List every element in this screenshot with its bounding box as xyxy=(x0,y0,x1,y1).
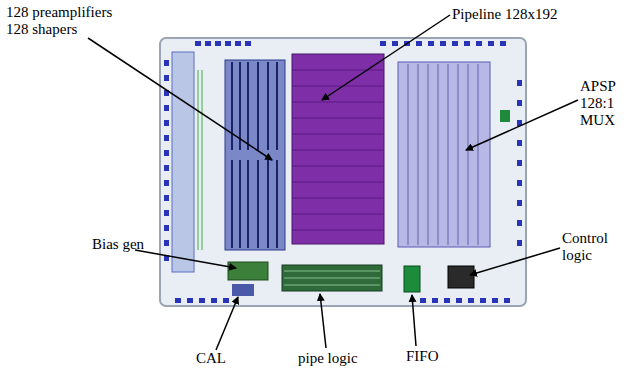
preamp-label: 128 preamplifiers 128 shapers xyxy=(6,4,118,38)
input-pads xyxy=(172,52,194,272)
pipe-logic-label: pipe logic xyxy=(298,350,358,367)
control-logic-label: Control logic xyxy=(562,230,618,264)
bias-gen-block xyxy=(228,262,268,280)
pipe-logic-rows xyxy=(284,271,380,285)
bond-pads xyxy=(164,41,522,303)
fifo-block xyxy=(404,266,420,292)
input-traces xyxy=(198,70,202,250)
die xyxy=(160,38,526,306)
cal-block xyxy=(232,284,254,296)
pipe-logic-block xyxy=(282,265,382,291)
pipeline-array xyxy=(292,54,384,244)
bias-gen-label: Bias gen xyxy=(92,236,144,253)
apsp-stripes xyxy=(408,64,478,245)
leader-lines xyxy=(88,15,578,350)
control-logic-block xyxy=(448,266,474,288)
mux-block xyxy=(500,110,510,122)
preamp-stripes xyxy=(232,62,277,248)
apsp-label: APSP 128:1 MUX xyxy=(580,78,636,129)
pipeline-label: Pipeline 128x192 xyxy=(452,6,557,23)
pipeline-rows xyxy=(292,70,384,230)
apsp-array xyxy=(398,62,490,247)
cal-label: CAL xyxy=(196,350,226,367)
fifo-label: FIFO xyxy=(406,348,439,365)
preamp-array xyxy=(225,60,285,250)
